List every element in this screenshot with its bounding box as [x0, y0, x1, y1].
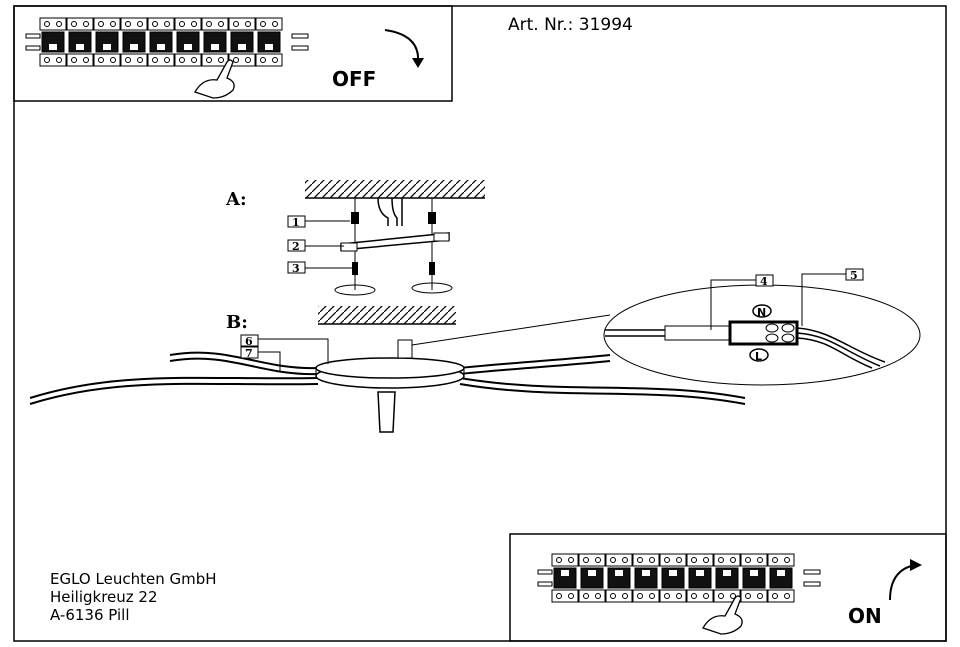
svg-text:3: 3	[292, 262, 300, 275]
svg-text:2: 2	[292, 240, 300, 253]
on-label: ON	[848, 604, 882, 628]
page-border	[13, 5, 947, 642]
ceiling	[305, 180, 485, 198]
breaker-switch	[257, 31, 281, 53]
breaker-switch	[553, 567, 577, 589]
lamp-arm	[459, 377, 746, 405]
step-b-label: B:	[226, 312, 248, 333]
breaker-switch	[68, 31, 92, 53]
breaker-switch	[661, 567, 685, 589]
circuit-breaker-on	[537, 553, 821, 603]
cables	[377, 197, 403, 226]
terminal-l: L	[749, 348, 769, 363]
ceiling	[318, 306, 456, 324]
rotate-arrow-icon	[334, 284, 376, 296]
part-label-2: 2	[287, 239, 344, 253]
breaker-switch	[688, 567, 712, 589]
breaker-switch	[742, 567, 766, 589]
breaker-switch	[580, 567, 604, 589]
svg-text:5: 5	[850, 269, 858, 282]
part-label-3: 3	[287, 261, 352, 275]
on-panel	[509, 533, 947, 642]
breaker-switch	[203, 31, 227, 53]
svg-text:N: N	[757, 306, 766, 319]
article-number: Art. Nr.: 31994	[508, 15, 633, 35]
part-label-7: 7	[240, 346, 281, 372]
breaker-switch	[149, 31, 173, 53]
off-label: OFF	[332, 67, 376, 91]
hand-icon	[702, 595, 743, 635]
breaker-switch	[41, 31, 65, 53]
part-label-5: 5	[801, 268, 864, 326]
step-a-label: A:	[225, 189, 247, 210]
manufacturer-name: EGLO Leuchten GmbH	[50, 570, 217, 588]
manufacturer-city: A-6136 Pill	[50, 606, 130, 624]
screw	[352, 262, 358, 275]
manufacturer-street: Heiligkreuz 22	[50, 588, 158, 606]
svg-text:7: 7	[245, 347, 253, 360]
svg-text:6: 6	[245, 335, 253, 348]
switch-off-arrow-icon	[384, 29, 420, 63]
rotate-arrow-icon	[411, 282, 453, 294]
lamp-arm-down	[377, 391, 396, 433]
detail-callout-line	[411, 314, 611, 346]
breaker-switch	[95, 31, 119, 53]
part-label-4: 4	[710, 274, 774, 330]
lamp-arm	[29, 376, 319, 405]
off-panel	[13, 5, 453, 102]
breaker-switch	[122, 31, 146, 53]
svg-text:4: 4	[760, 275, 768, 288]
part-label-6: 6	[240, 334, 329, 364]
wall-plug	[351, 212, 359, 224]
terminal-n: N	[752, 304, 772, 319]
connector-block	[397, 339, 413, 359]
hand-icon	[194, 59, 235, 99]
breaker-switch	[634, 567, 658, 589]
circuit-breaker-off	[25, 17, 309, 67]
svg-text:1: 1	[292, 216, 300, 229]
breaker-switch	[230, 31, 254, 53]
breaker-switch	[769, 567, 793, 589]
part-label-1: 1	[287, 215, 350, 229]
breaker-switch	[607, 567, 631, 589]
breaker-switch	[715, 567, 739, 589]
breaker-switch	[176, 31, 200, 53]
svg-text:L: L	[755, 350, 762, 363]
